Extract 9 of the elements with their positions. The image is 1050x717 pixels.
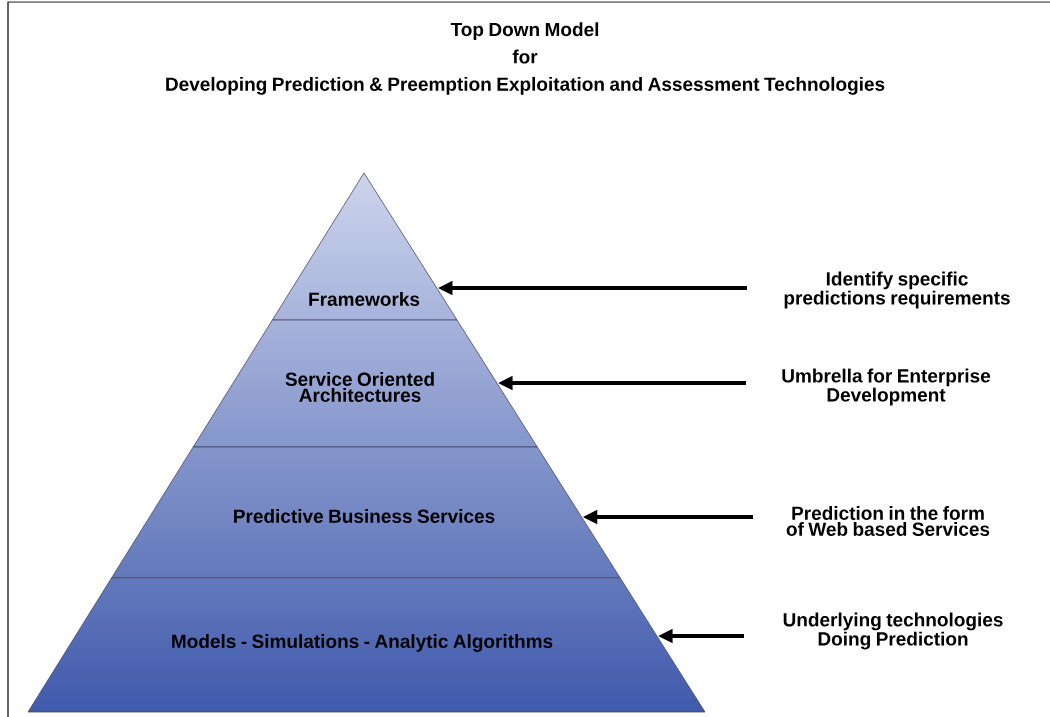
annotation-text: Identify specific predictions requirements [784,271,1010,309]
annotation-text: Prediction in the form of Web based Services [786,506,990,536]
annotation-text: Underlying technologies Doing Prediction [783,612,1003,650]
pyramid-band: Service Oriented Architectures [192,319,538,448]
pyramid-band: Models - Simulations - Analytic Algorithms [27,577,706,713]
pyramid-band: Frameworks [272,172,458,321]
pyramid-band: Predictive Business Services [111,446,621,579]
title: Top Down Model for Developing Prediction & Preemption Exploitation and Assessment Technologies [166,22,885,95]
annotation-text: Umbrella for Enterprise Development [782,368,991,406]
